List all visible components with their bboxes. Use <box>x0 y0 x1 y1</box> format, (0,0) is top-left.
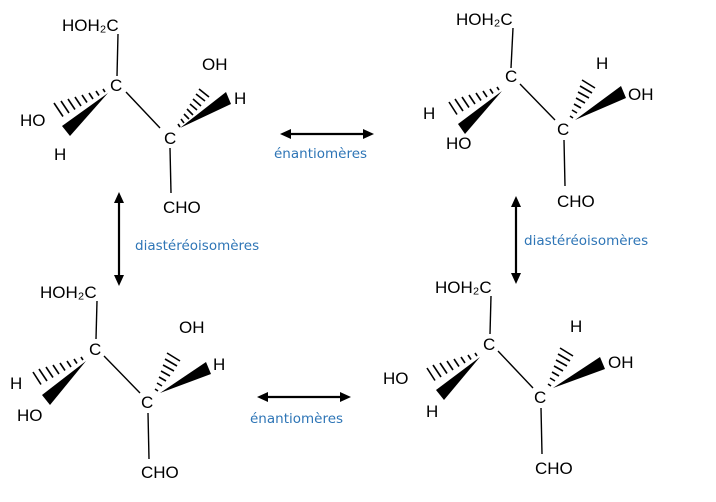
bond-ch2-c1 <box>489 295 492 335</box>
substituent-label: HO <box>20 111 46 130</box>
wedge-bond <box>62 93 108 136</box>
carbon-label: C <box>164 129 176 148</box>
substituent-label: HO <box>446 134 472 153</box>
wedge-bond <box>180 92 231 128</box>
bond-c1-c2 <box>125 91 161 129</box>
hashed-bond <box>569 79 596 119</box>
cho-label: CHO <box>535 459 573 478</box>
carbon-label: C <box>557 120 569 139</box>
wedge-bond <box>160 362 211 393</box>
molecule-bottom-left: HOH₂C C C CHO H HO OH H <box>10 283 225 482</box>
substituent-label: OH <box>202 55 228 74</box>
ch2oh-label: HOH₂C <box>62 16 119 35</box>
substituent-label: H <box>234 89 246 108</box>
ch2oh-label: HOH₂C <box>40 283 97 302</box>
carbon-label: C <box>110 76 122 95</box>
substituent-label: HO <box>17 406 43 425</box>
substituent-label: H <box>423 104 435 123</box>
hashed-bond <box>53 88 106 117</box>
substituent-label: OH <box>179 318 205 337</box>
diastereomer-arrow-left <box>114 192 124 286</box>
relation-label-diastereomers-left: diastéréoisomères <box>135 238 259 254</box>
bond-ch2-c1 <box>116 33 119 77</box>
bond-c2-cho <box>169 147 172 194</box>
wedge-bond <box>42 361 86 405</box>
substituent-label: H <box>570 317 582 336</box>
substituent-label: HO <box>383 369 409 388</box>
carbon-label: C <box>89 340 101 359</box>
substituent-label: H <box>213 355 225 374</box>
substituent-label: OH <box>608 353 634 372</box>
cho-label: CHO <box>163 198 201 217</box>
wedge-bond <box>575 86 626 120</box>
carbon-label: C <box>534 388 546 407</box>
bond-ch2-c1 <box>510 27 514 69</box>
bond-c1-c2 <box>103 355 141 394</box>
ch2oh-label: HOH₂C <box>435 278 492 297</box>
hashed-bond <box>154 352 181 392</box>
substituent-label: H <box>596 54 608 73</box>
hashed-bond <box>448 86 500 115</box>
wedge-bond <box>553 357 605 388</box>
bond-ch2-c1 <box>95 300 98 340</box>
wedge-bond <box>436 357 480 400</box>
bond-c1-c2 <box>497 350 534 389</box>
enantiomer-arrow-bottom <box>257 392 351 402</box>
carbon-label: C <box>505 67 517 86</box>
relation-label-enantiomers-bottom: énantiomères <box>250 411 343 427</box>
bond-c2-cho <box>563 139 566 187</box>
substituent-label: H <box>426 402 438 421</box>
hashed-bond <box>426 352 478 381</box>
bond-c1-c2 <box>519 83 556 121</box>
hashed-bond <box>32 356 84 385</box>
substituent-label: OH <box>628 85 654 104</box>
hashed-bond <box>547 347 574 387</box>
molecule-top-left: HOH₂C C C CHO HO H OH H <box>20 16 246 217</box>
relation-label-enantiomers-top: énantiomères <box>274 146 367 162</box>
substituent-label: H <box>54 145 66 164</box>
relation-label-diastereomers-right: diastéréoisomères <box>524 233 648 249</box>
molecule-bottom-right: HOH₂C C C CHO HO H H OH <box>383 278 634 478</box>
substituent-label: H <box>10 374 22 393</box>
ch2oh-label: HOH₂C <box>456 10 513 29</box>
diastereomer-arrow-right <box>511 196 521 284</box>
cho-label: CHO <box>557 192 595 211</box>
cho-label: CHO <box>141 463 179 482</box>
carbon-label: C <box>141 393 153 412</box>
wedge-bond <box>458 91 502 134</box>
enantiomer-arrow-top <box>280 129 374 139</box>
hashed-bond <box>177 88 210 128</box>
bond-c2-cho <box>147 412 150 460</box>
bond-c2-cho <box>540 407 543 455</box>
molecule-top-right: HOH₂C C C CHO H HO H OH <box>423 10 654 211</box>
carbon-label: C <box>483 335 495 354</box>
